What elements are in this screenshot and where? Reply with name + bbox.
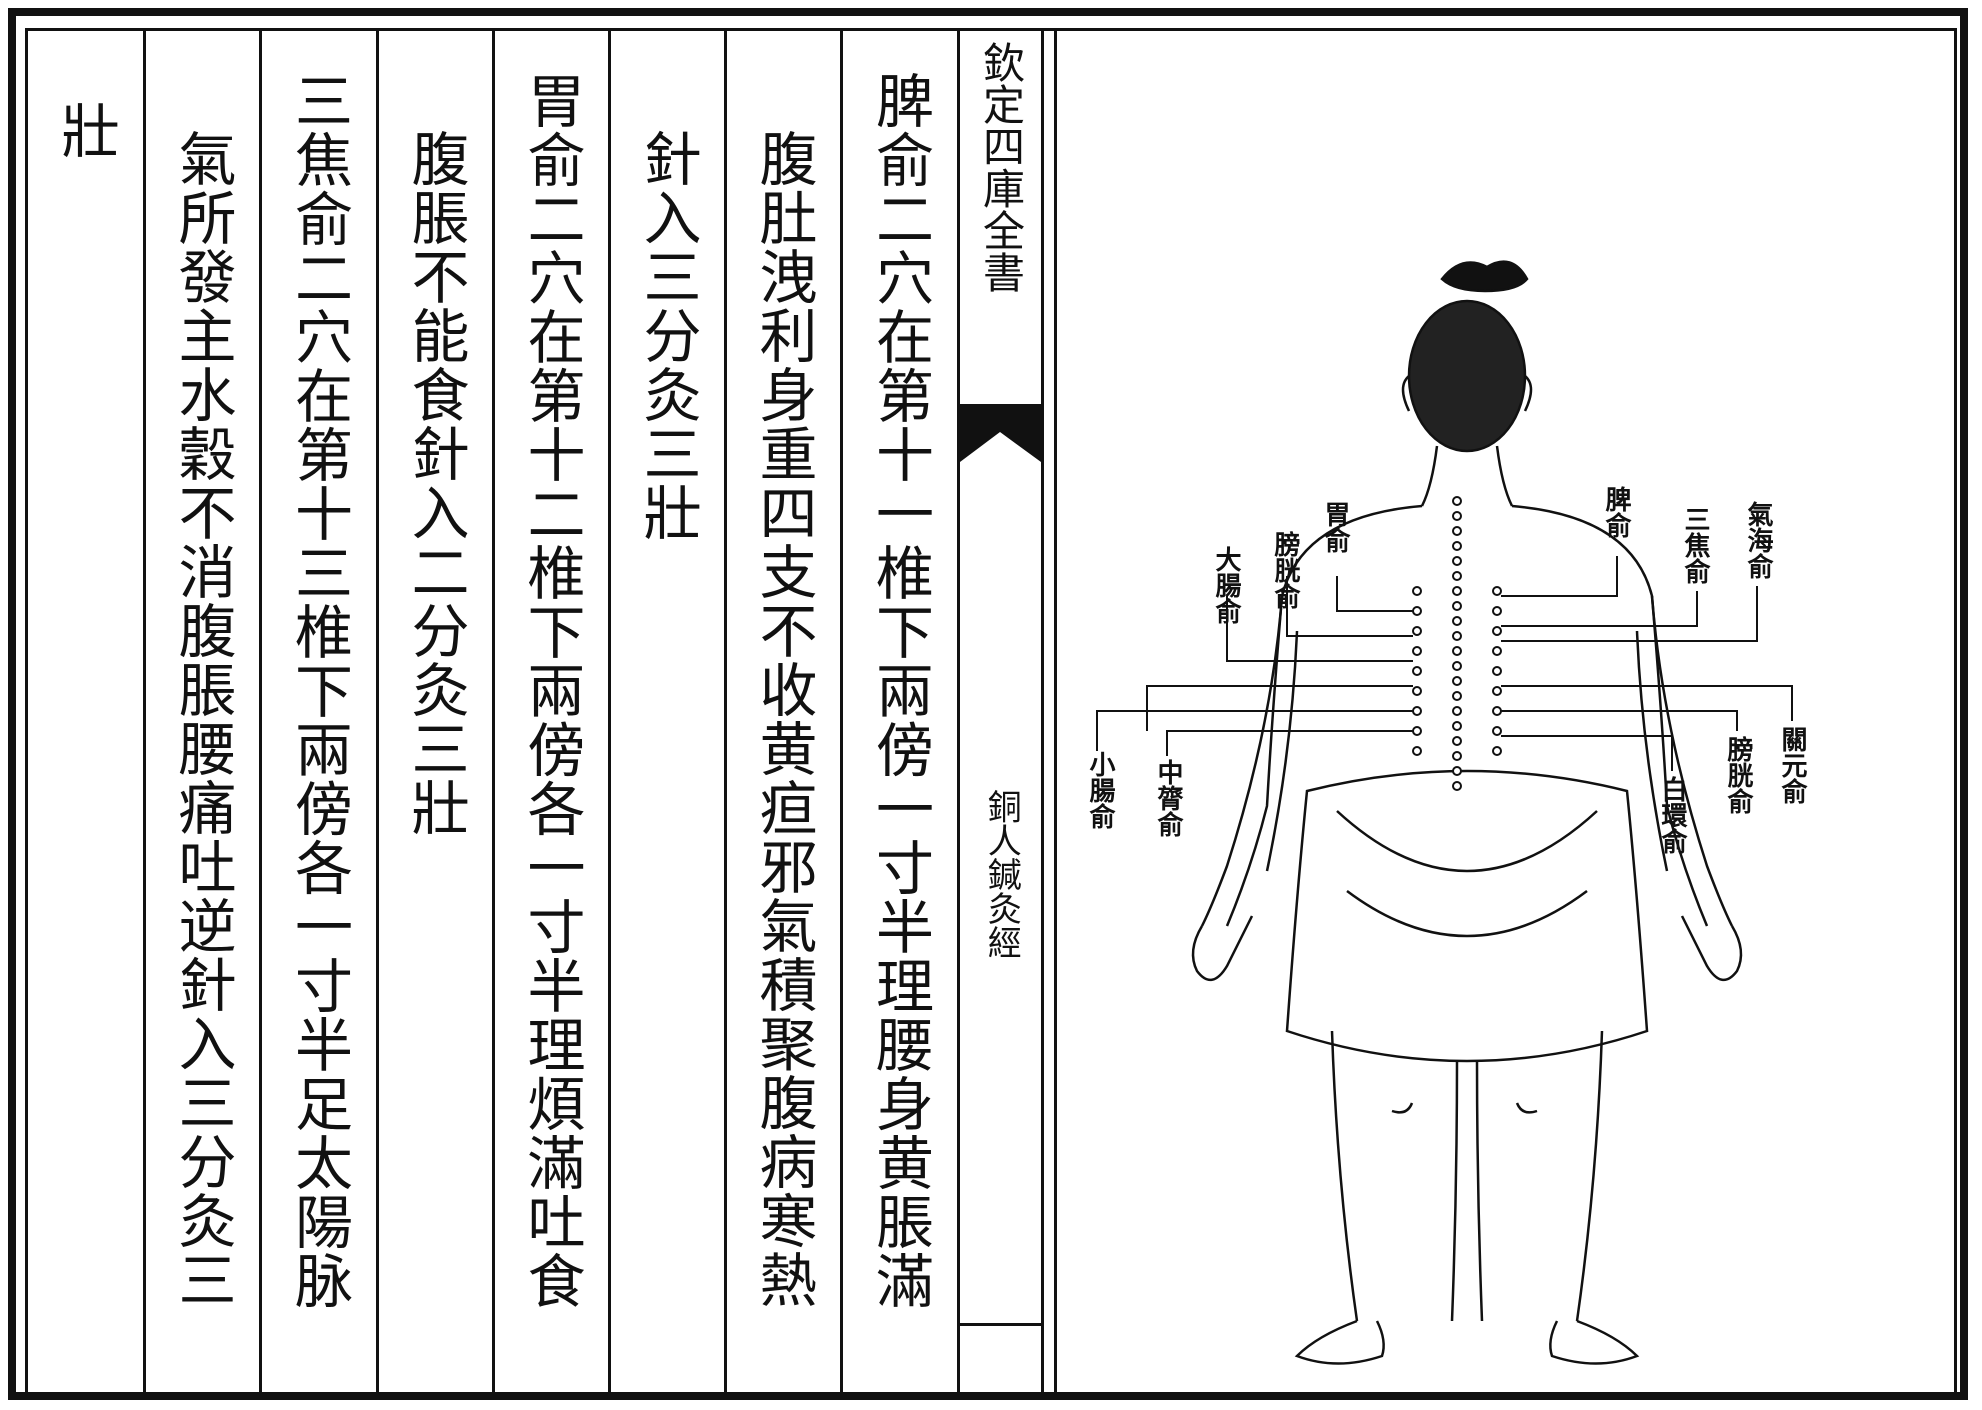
- column-text: 胃俞二穴在第十二椎下兩傍各一寸半理煩滿吐食: [517, 71, 586, 1310]
- acupoint-label: 關元俞: [1777, 726, 1807, 804]
- column-text: 針入三分灸三壯: [633, 129, 702, 542]
- text-column-6: 針入三分灸三壯: [611, 31, 727, 1397]
- column-text: 氣所發主水穀不消腹脹腰痛吐逆針入三分灸三: [168, 129, 237, 1309]
- text-column-5: 胃俞二穴在第十二椎下兩傍各一寸半理煩滿吐食: [495, 31, 611, 1397]
- text-column-3: 三焦俞二穴在第十三椎下兩傍各一寸半足太陽脉: [262, 31, 379, 1397]
- text-column-8: 脾俞二穴在第十一椎下兩傍一寸半理腰身黄脹滿: [843, 31, 957, 1397]
- book-title: 銅人鍼灸經: [981, 789, 1022, 959]
- page-border: [8, 8, 1968, 1400]
- text-column-7: 腹肚洩利身重四支不收黄疸邪氣積聚腹病寒熱: [727, 31, 843, 1397]
- text-column-1: 壯: [28, 31, 146, 1397]
- acupoint-label: 中膂俞: [1153, 759, 1183, 837]
- text-column-4: 腹脹不能食針入二分灸三壯: [379, 31, 495, 1397]
- column-text: 腹脹不能食針入二分灸三壯: [401, 129, 470, 837]
- margin-rule: [960, 1323, 1041, 1326]
- text-frame: [25, 28, 1957, 1400]
- column-text: 三焦俞二穴在第十三椎下兩傍各一寸半足太陽脉: [285, 71, 353, 1310]
- acupoint-label: 三焦俞: [1680, 506, 1710, 584]
- column-text: 壯: [51, 101, 120, 160]
- acupuncture-back-figure-icon: [1096, 260, 1793, 1365]
- acupoint-label: 膀胱俞: [1270, 531, 1300, 609]
- acupoint-label: 小腸俞: [1085, 751, 1115, 829]
- illustration-panel: 小腸俞 中膂俞 大腸俞 膀胱俞 胃俞 關元俞 膀胱俞 白環俞 三焦俞 脾俞 氣海…: [1054, 31, 1957, 1397]
- acupoint-label: 胃俞: [1320, 501, 1350, 553]
- acupoint-label: 白環俞: [1657, 776, 1687, 854]
- acupoint-label: 大腸俞: [1211, 546, 1241, 624]
- acupoint-label: 氣海俞: [1743, 501, 1773, 579]
- acupoint-label: 脾俞: [1601, 486, 1631, 538]
- center-margin: 欽定四庫全書 銅人鍼灸經: [957, 31, 1044, 1397]
- collection-title: 欽定四庫全書: [976, 41, 1026, 293]
- text-column-2: 氣所發主水穀不消腹脹腰痛吐逆針入三分灸三: [146, 31, 262, 1397]
- fishtail-mark-icon: [960, 404, 1041, 462]
- column-text: 腹肚洩利身重四支不收黄疸邪氣積聚腹病寒熱: [749, 129, 818, 1309]
- acupoint-label: 膀胱俞: [1723, 736, 1753, 814]
- column-text: 脾俞二穴在第十一椎下兩傍一寸半理腰身黄脹滿: [866, 71, 934, 1310]
